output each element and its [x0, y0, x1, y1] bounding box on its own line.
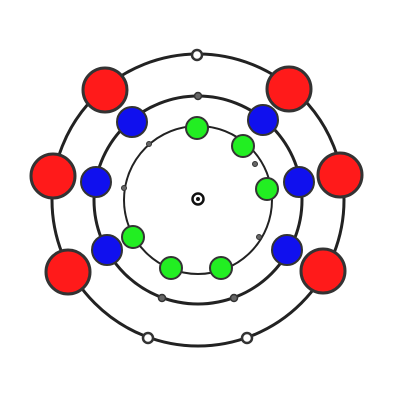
outer-ball — [44, 248, 92, 296]
outer-empty-node — [240, 331, 254, 345]
middle-ball — [247, 104, 279, 136]
middle-ball — [116, 106, 148, 138]
outer-balls — [29, 65, 364, 296]
middle-balls — [80, 104, 315, 266]
middle-ball — [271, 234, 303, 266]
inner-empty-node — [256, 234, 262, 240]
inner-ball — [231, 134, 255, 158]
inner-balls — [121, 116, 279, 280]
inner-empty-node — [146, 141, 152, 147]
inner-empty-node — [121, 185, 127, 191]
outer-empty-node — [190, 48, 204, 62]
inner-ball — [255, 177, 279, 201]
inner-ball — [159, 256, 183, 280]
inner-empty-node — [252, 161, 258, 167]
middle-ball — [80, 166, 112, 198]
outer-ball — [29, 152, 77, 200]
inner-ball — [121, 225, 145, 249]
inner-ball — [209, 256, 233, 280]
outer-ball — [299, 247, 347, 295]
middle-empty-node — [229, 293, 239, 303]
nucleus-dot — [196, 197, 200, 201]
nucleus-ring — [191, 192, 205, 206]
empty-nodes — [121, 48, 262, 345]
outer-ball — [265, 65, 313, 113]
middle-ball — [91, 234, 123, 266]
inner-ball — [185, 116, 209, 140]
middle-ball — [283, 166, 315, 198]
outer-empty-node — [141, 331, 155, 345]
middle-empty-node — [157, 293, 167, 303]
nucleus — [191, 192, 205, 206]
outer-ball — [81, 66, 129, 114]
middle-empty-node — [193, 91, 203, 101]
outer-ball — [316, 151, 364, 199]
